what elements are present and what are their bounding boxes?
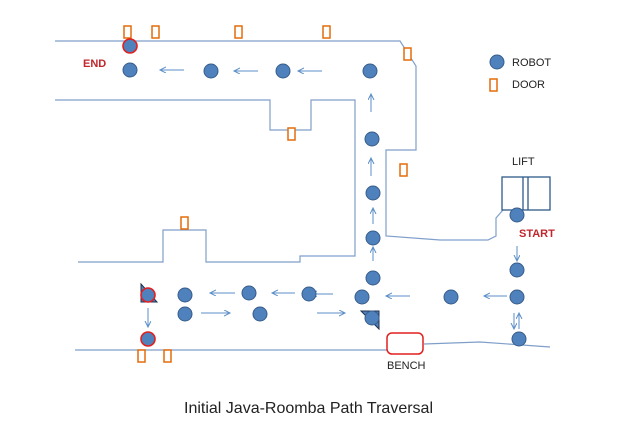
robot-icon <box>362 63 378 79</box>
lift-label: LIFT <box>512 156 535 168</box>
bench-label: BENCH <box>387 360 426 372</box>
door-icon <box>180 216 189 230</box>
start-label: START <box>519 228 555 240</box>
bench <box>386 332 424 355</box>
door-icon <box>151 25 160 39</box>
highlighted-robots <box>122 38 156 347</box>
robot-corner-icon <box>140 287 156 303</box>
robot-icon <box>443 289 459 305</box>
wall-bottom-right <box>423 341 551 348</box>
robot-icon <box>365 230 381 246</box>
robot-icon <box>354 289 370 305</box>
door-icon <box>322 25 331 39</box>
robot-icon <box>301 286 317 302</box>
robot-icon <box>177 306 193 322</box>
path-arrows <box>148 70 517 327</box>
end-label: END <box>83 58 107 70</box>
legend-robot-label: ROBOT <box>512 57 552 69</box>
robot-icon <box>365 270 381 286</box>
robot-bottom-icon <box>140 331 156 347</box>
door-icon <box>403 47 412 61</box>
diagram-caption: Initial Java-Roomba Path Traversal <box>184 400 433 417</box>
robot-icon <box>365 185 381 201</box>
door-icon <box>137 349 146 363</box>
robot-icon <box>509 207 525 223</box>
robots <box>122 54 527 347</box>
doors <box>123 25 498 363</box>
double-arrow <box>514 313 519 329</box>
robot-icon <box>364 131 380 147</box>
robot-icon <box>203 63 219 79</box>
legend-door-label: DOOR <box>512 79 545 91</box>
legend-door-icon <box>489 78 498 92</box>
robot-icon <box>122 62 138 78</box>
lift <box>501 176 551 211</box>
door-icon <box>163 349 172 363</box>
robot-icon <box>511 331 527 347</box>
robot-icon <box>177 287 193 303</box>
wall-top-corridor-bottom <box>55 99 356 263</box>
robot-icon <box>364 310 380 326</box>
legend-robot-icon <box>489 54 505 70</box>
robot-icon <box>241 285 257 301</box>
door-icon <box>287 127 296 141</box>
walls <box>55 40 551 351</box>
door-icon <box>123 25 132 39</box>
robot-end-icon <box>122 38 138 54</box>
robot-icon <box>509 289 525 305</box>
robot-icon <box>275 63 291 79</box>
door-icon <box>399 163 408 177</box>
door-icon <box>234 25 243 39</box>
robot-icon <box>509 262 525 278</box>
robot-icon <box>252 306 268 322</box>
